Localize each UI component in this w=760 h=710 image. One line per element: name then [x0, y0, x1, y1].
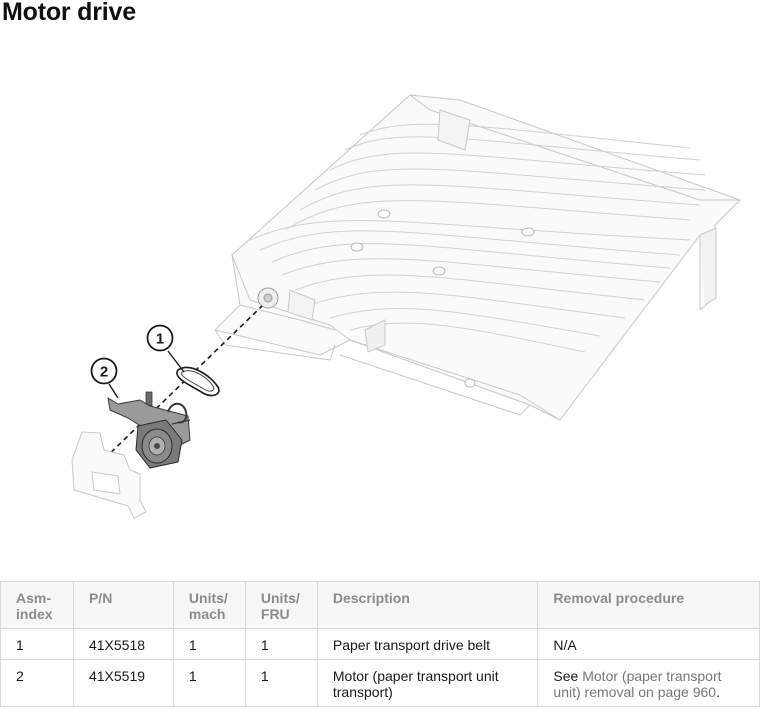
parts-table: Asm-index P/N Units/mach Units/FRU Descr… [0, 581, 760, 707]
callout-1-label: 1 [156, 331, 164, 348]
motor-illustration [71, 391, 191, 519]
table-row: 1 41X5518 1 1 Paper transport drive belt… [0, 628, 760, 660]
removal-text: See [553, 668, 583, 684]
cell-units-mach: 1 [172, 659, 246, 707]
removal-link[interactable]: Motor (paper transport unit) removal on … [553, 668, 722, 700]
cell-units-mach: 1 [172, 628, 246, 660]
cell-description: Paper transport drive belt [316, 628, 539, 660]
cell-pn: 41X5518 [72, 628, 174, 660]
header-pn: P/N [72, 581, 174, 629]
cell-pn: 41X5519 [72, 659, 174, 707]
header-units-fru: Units/FRU [244, 581, 318, 629]
cell-units-fru: 1 [244, 659, 318, 707]
cell-description: Motor (paper transport unit transport) [316, 659, 539, 707]
cell-removal-procedure: See Motor (paper transport unit) removal… [537, 659, 760, 707]
exploded-parts-diagram: 1 2 [71, 94, 741, 519]
header-asm-index: Asm-index [0, 581, 74, 629]
callout-2-label: 2 [100, 364, 108, 381]
cell-units-fru: 1 [244, 628, 318, 660]
cell-removal-procedure: N/A [537, 628, 760, 660]
header-removal-procedure: Removal procedure [537, 581, 760, 629]
callout-2: 2 [90, 357, 119, 399]
callout-1: 1 [146, 324, 185, 373]
removal-text: N/A [553, 637, 577, 653]
table-row: 2 41X5519 1 1 Motor (paper transport uni… [0, 659, 760, 707]
header-units-mach: Units/mach [172, 581, 246, 629]
cell-asm-index: 1 [0, 628, 74, 660]
table-header-row: Asm-index P/N Units/mach Units/FRU Descr… [0, 581, 760, 629]
page-title: Motor drive [2, 0, 136, 26]
cell-asm-index: 2 [0, 659, 74, 707]
drive-belt-illustration [176, 366, 220, 397]
alignment-dashed-line [97, 305, 263, 466]
header-description: Description [316, 581, 539, 629]
paper-transport-unit-illustration [214, 94, 741, 421]
